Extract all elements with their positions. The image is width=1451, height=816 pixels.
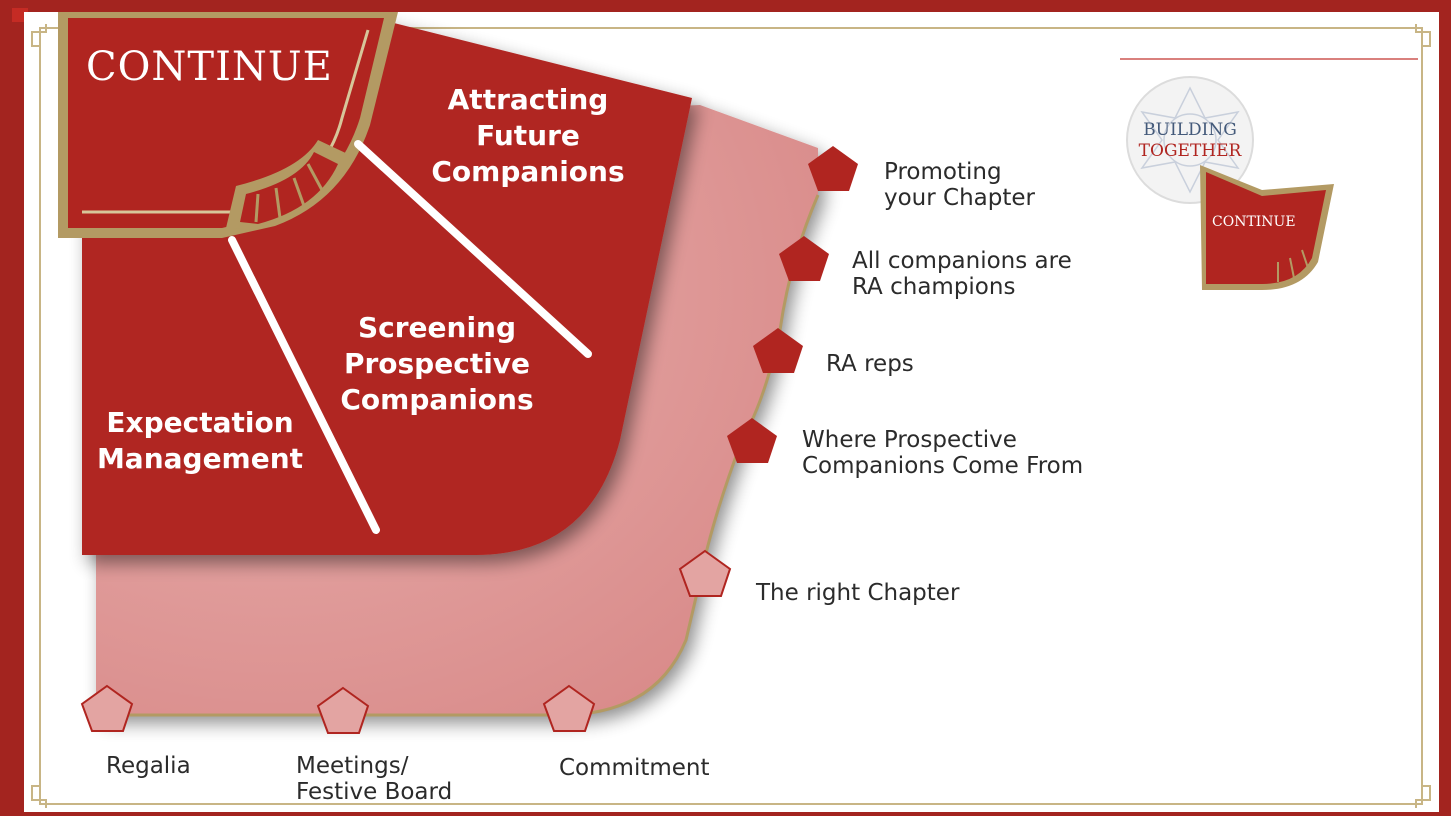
bottom-item-regalia: Regalia	[106, 753, 191, 779]
side-item-where-from: Where Prospective Companions Come From	[802, 427, 1083, 479]
side-item-promoting: Promoting your Chapter	[884, 159, 1035, 211]
segment-screening: Screening Prospective Companions	[322, 310, 552, 418]
segment-expectation: Expectation Management	[90, 405, 310, 477]
bottom-item-meetings: Meetings/ Festive Board	[296, 753, 452, 805]
logo-badge-title: CONTINUE	[1212, 214, 1296, 230]
logo-line-building: BUILDING	[1135, 120, 1245, 140]
main-title: CONTINUE	[86, 44, 333, 90]
bottom-item-commitment: Commitment	[559, 755, 710, 781]
side-item-right-chapter: The right Chapter	[756, 580, 959, 606]
segment-attracting: Attracting Future Companions	[418, 82, 638, 190]
side-item-champions: All companions are RA champions	[852, 248, 1072, 300]
side-item-ra-reps: RA reps	[826, 351, 914, 377]
logo-line-together: TOGETHER	[1132, 141, 1248, 161]
